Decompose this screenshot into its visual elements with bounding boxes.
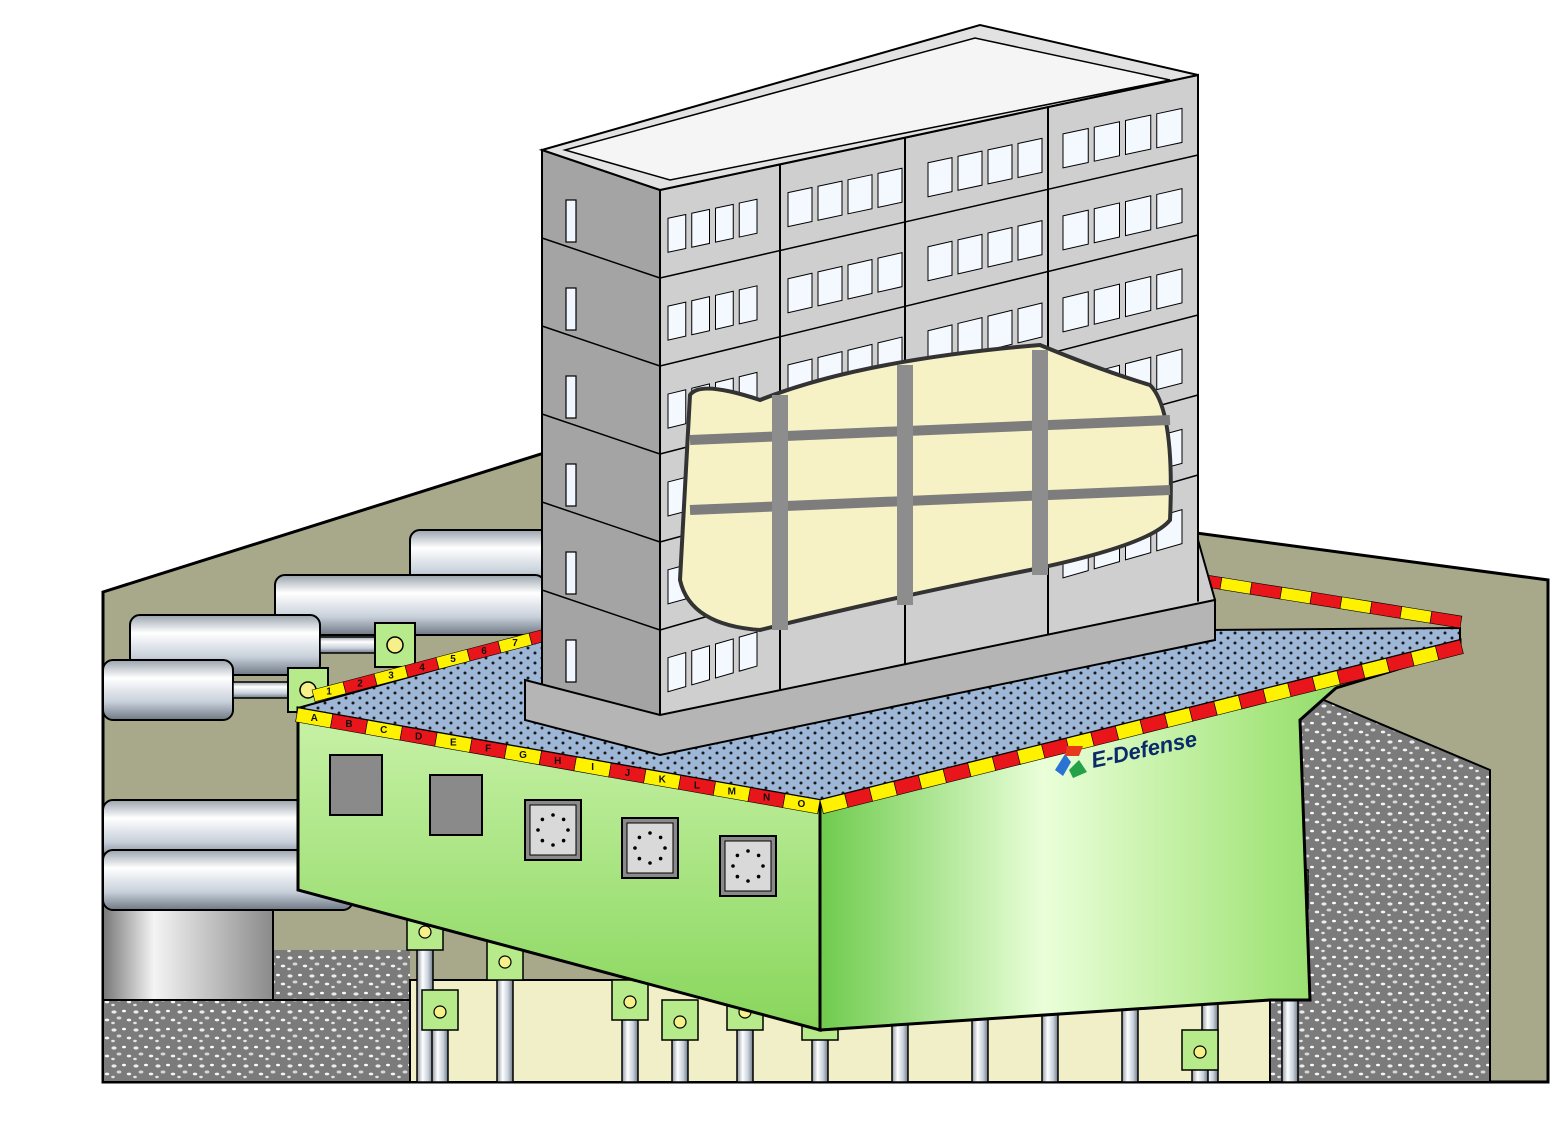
left-marker-label: 2 [357,679,363,690]
front-window [738,631,758,672]
front-window [715,203,734,243]
left-marker-label: 1 [326,687,332,698]
anchor-plates [329,754,777,897]
front-window [715,638,734,679]
front-window [738,285,758,325]
floor-line [659,234,1199,367]
front-window [715,290,734,330]
front-window [1156,107,1183,149]
front-window [877,167,903,209]
front-marker-label: E [450,737,457,748]
front-window [787,186,813,228]
front-window [1156,348,1183,391]
anchor-plate [524,799,582,861]
front-window [957,233,983,275]
front-window [1062,127,1089,169]
side-window [565,199,577,243]
front-window [927,240,953,282]
front-marker-label: J [625,768,631,779]
hazard-stripe-front: A B C D E F G H I J K L M N O [295,639,1464,815]
actuator-mount-plate [429,774,483,836]
front-right-marker-segment [1435,639,1464,661]
front-window [667,301,687,341]
front-marker-label: A [311,713,318,724]
floor-line [659,74,1199,191]
front-window [927,156,953,198]
floor-line [659,154,1199,279]
anchor-plate [719,835,777,897]
front-window [817,180,843,221]
front-window [1093,121,1120,162]
front-marker-label: D [415,731,422,742]
actuator-mount-plate [329,754,383,816]
vertical-actuator [661,999,699,1083]
side-window [565,639,577,683]
front-window [787,272,813,314]
side-window [565,463,577,507]
front-window [877,252,903,293]
recycle-arrows-icon [1055,746,1087,778]
front-window [817,265,843,307]
left-marker-label: 3 [388,670,394,681]
vertical-actuator [611,979,649,1083]
cutaway-interior [677,342,1173,633]
front-marker-segment [782,793,821,815]
front-window [957,150,983,191]
front-window [691,296,710,336]
left-marker-label: 7 [512,638,518,649]
front-window [667,213,687,253]
building-side-face [541,148,661,722]
test-building [524,23,1217,757]
front-window [847,258,873,300]
front-window [1156,268,1183,310]
anchor-plate [621,817,679,879]
front-marker-label: B [345,719,352,730]
front-window [1125,275,1152,318]
front-marker-label: G [519,750,527,761]
front-window [1093,283,1120,325]
front-window [1062,291,1089,333]
front-window [1156,188,1183,230]
front-window [1017,137,1043,179]
front-window [1125,195,1152,237]
front-window [987,309,1013,351]
front-window [667,651,687,693]
side-window [565,287,577,331]
front-marker-label: H [554,756,561,767]
front-window [847,174,873,215]
front-marker-label: I [591,762,594,773]
vertical-actuator [421,989,459,1083]
front-window [1017,220,1043,261]
left-marker-label: 5 [450,654,456,665]
horizontal-actuator [102,659,329,721]
side-window [565,551,577,595]
vertical-actuator [1181,1029,1219,1083]
front-window [1062,209,1089,251]
front-marker-label: K [659,774,667,785]
front-marker-label: M [728,787,736,798]
front-window [738,198,758,238]
front-window [691,208,710,248]
front-window [1125,114,1152,156]
front-marker-label: L [694,780,700,791]
building-footing [524,598,1216,757]
front-window [1093,202,1120,244]
side-window [565,375,577,419]
left-marker-label: 4 [419,662,425,673]
front-window [1017,302,1043,344]
front-marker-label: O [797,799,805,810]
front-marker-label: N [763,793,770,804]
front-window [691,645,710,686]
front-window [987,226,1013,268]
front-window [667,389,687,429]
front-window [987,144,1013,185]
front-marker-label: F [485,744,491,755]
front-marker-label: C [380,725,387,736]
left-marker-label: 6 [481,646,487,657]
right-marker-segment [1429,610,1463,629]
